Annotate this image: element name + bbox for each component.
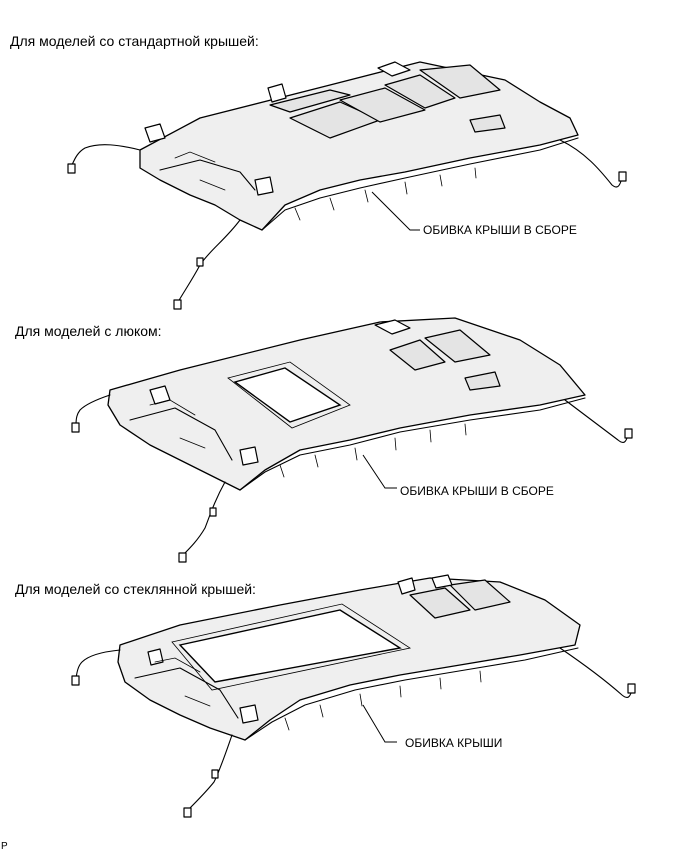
footer-mark: P: [1, 841, 8, 852]
caption-standard-roof: Для моделей со стандартной крышей:: [10, 33, 259, 49]
label-glass-roof-headliner: ОБИВКА КРЫШИ: [405, 736, 503, 750]
caption-sunroof: Для моделей с люком:: [15, 323, 162, 339]
label-sunroof-assembly: ОБИВКА КРЫШИ В СБОРЕ: [400, 484, 554, 498]
label-standard-roof-assembly: ОБИВКА КРЫШИ В СБОРЕ: [423, 223, 577, 237]
headliner-standard-roof-illustration: [67, 61, 627, 310]
caption-glass-roof: Для моделей со стеклянной крышей:: [15, 581, 256, 597]
headliner-sunroof-illustration: [71, 317, 633, 563]
headliner-glass-roof-illustration: [71, 574, 636, 818]
